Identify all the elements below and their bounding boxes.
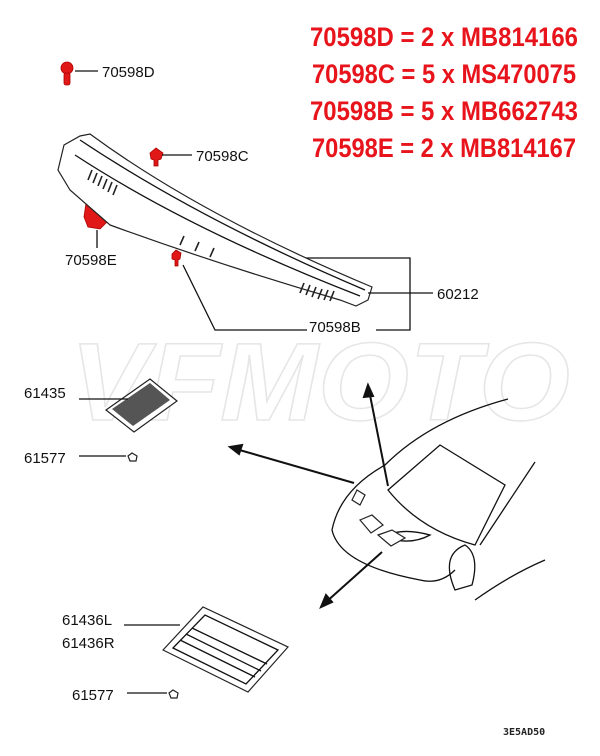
label-70598b: 70598B (309, 319, 361, 336)
clip-70598d[interactable]: 70598D (60, 61, 155, 86)
diagram-code: 3E5AD50 (503, 727, 545, 738)
label-61577-lower: 61577 (72, 687, 114, 704)
part-list-line: 70598D = 2 x MB814166 (310, 22, 578, 52)
label-61436l: 61436L (62, 612, 112, 629)
label-61435: 61435 (24, 385, 66, 402)
nut-61577-lower[interactable]: 61577 (72, 687, 179, 704)
arrows (227, 382, 389, 609)
label-60212: 60212 (437, 286, 479, 303)
part-list: 70598D = 2 x MB814166 70598C = 5 x MS470… (310, 22, 578, 163)
clip-70598b[interactable]: 70598B (171, 249, 411, 336)
part-list-line: 70598C = 5 x MS470075 (312, 59, 576, 89)
part-list-line: 70598B = 5 x MB662743 (310, 96, 578, 126)
part-list-line: 70598E = 2 x MB814167 (312, 133, 576, 163)
clip-70598c[interactable]: 70598C (149, 147, 249, 167)
vent-cover-61436[interactable]: 61436L 61436R (62, 606, 289, 693)
vent-screen-61435[interactable]: 61435 (24, 378, 178, 433)
label-61577-upper: 61577 (24, 450, 66, 467)
label-70598d: 70598D (102, 64, 155, 81)
cowl-panel-60212[interactable]: 60212 (57, 133, 479, 307)
car-illustration (331, 398, 546, 601)
label-61436r: 61436R (62, 635, 115, 652)
nut-61577-upper[interactable]: 61577 (24, 450, 138, 467)
label-70598e: 70598E (65, 252, 117, 269)
label-70598c: 70598C (196, 148, 249, 165)
